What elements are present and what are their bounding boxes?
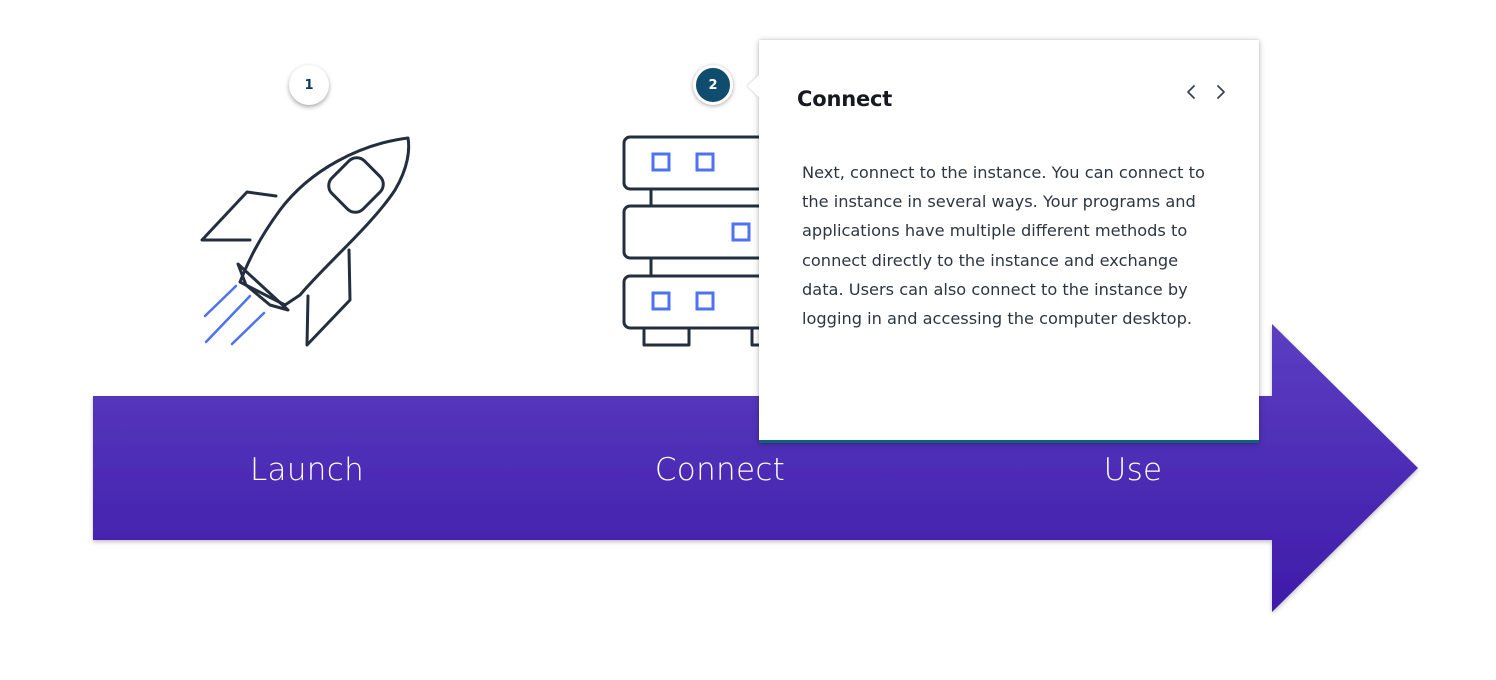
chevron-right-icon (1217, 85, 1225, 99)
chevron-left-icon (1187, 85, 1195, 99)
popover-nav (1183, 80, 1229, 104)
popover-description: Next, connect to the instance. You can c… (802, 163, 1205, 329)
step-label-launch: Launch (249, 452, 365, 488)
rocket-icon (200, 136, 411, 347)
step-badge-2[interactable]: 2 (693, 65, 733, 105)
next-step-button[interactable] (1213, 80, 1229, 104)
previous-step-button[interactable] (1183, 80, 1199, 104)
step-label-use: Use (1103, 452, 1163, 488)
server-rack-icon (622, 135, 766, 347)
popover-title: Connect (797, 87, 893, 111)
step-popover: Connect Next, connect to the instance. Y… (747, 40, 1259, 443)
step-badge-1[interactable]: 1 (289, 65, 329, 105)
step-label-connect: Connect (654, 452, 786, 488)
